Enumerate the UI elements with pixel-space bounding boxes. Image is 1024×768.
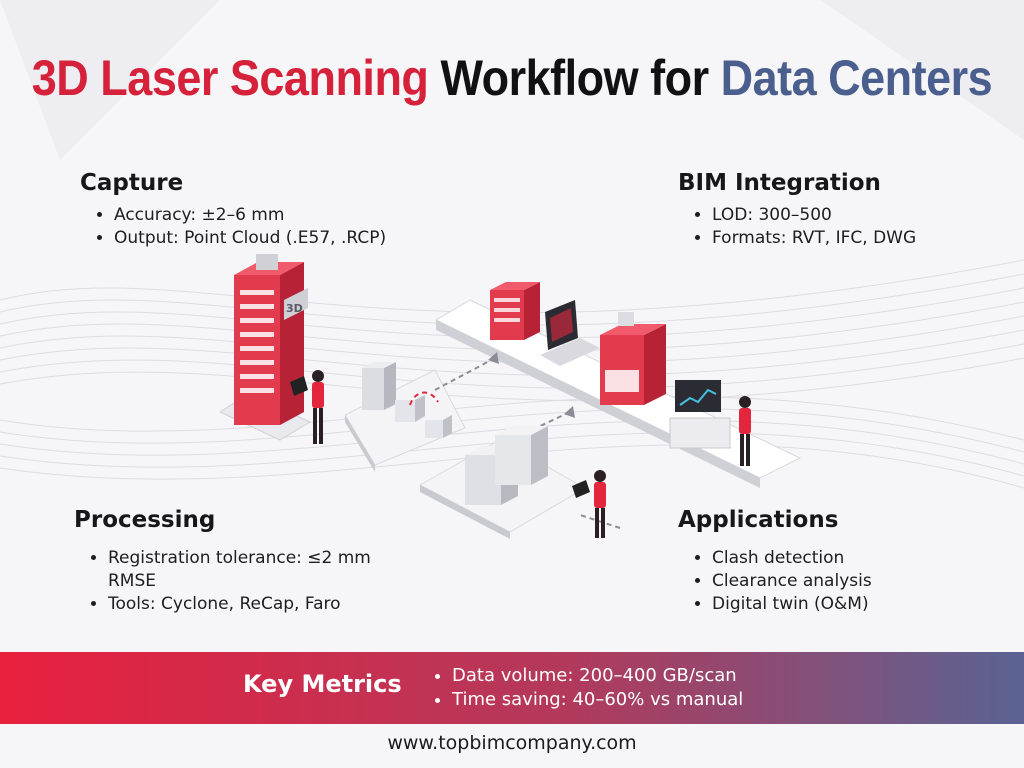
title-part-1: 3D Laser Scanning — [31, 48, 429, 106]
capture-item: Accuracy: ±2–6 mm — [114, 204, 480, 227]
monitor-icon — [669, 380, 731, 449]
applications-section: Applications Clash detection Clearance a… — [678, 507, 998, 616]
applications-item: Clash detection — [712, 547, 998, 570]
processing-item: Tools: Cyclone, ReCap, Faro — [108, 593, 398, 616]
key-metrics-bar: Key Metrics Data volume: 200–400 GB/scan… — [0, 652, 1024, 724]
server-rack-icon — [600, 312, 666, 405]
person-icon — [739, 396, 751, 466]
title-part-3: Data Centers — [720, 48, 993, 106]
processing-item: Registration tolerance: ≤2 mm RMSE — [108, 547, 398, 593]
capture-item: Output: Point Cloud (.E57, .RCP) — [114, 227, 480, 250]
capture-heading: Capture — [80, 170, 184, 196]
server-rack-icon — [465, 426, 548, 505]
bim-heading: BIM Integration — [678, 170, 881, 196]
bim-integration-section: BIM Integration LOD: 300–500 Formats: RV… — [678, 170, 998, 250]
applications-heading: Applications — [678, 507, 839, 533]
building-small-icon — [362, 362, 452, 438]
scanner-badge: 3D — [286, 302, 303, 315]
capture-list: Accuracy: ±2–6 mm Output: Point Cloud (.… — [80, 204, 480, 250]
title-part-2: Workflow for — [440, 48, 709, 106]
red-building-icon — [490, 282, 540, 340]
person-icon — [290, 370, 324, 444]
bim-item: LOD: 300–500 — [712, 204, 998, 227]
applications-item: Clearance analysis — [712, 570, 998, 593]
bim-list: LOD: 300–500 Formats: RVT, IFC, DWG — [678, 204, 998, 250]
laptop-icon — [540, 300, 600, 366]
footer-url[interactable]: www.topbimcompany.com — [387, 732, 637, 754]
workflow-illustration: 3D — [218, 254, 802, 539]
scanner-tower-icon: 3D — [218, 254, 312, 441]
processing-list: Registration tolerance: ≤2 mm RMSE Tools… — [74, 547, 398, 616]
key-metrics-item: Data volume: 200–400 GB/scan — [452, 664, 743, 688]
bim-item: Formats: RVT, IFC, DWG — [712, 227, 998, 250]
key-metrics-list: Data volume: 200–400 GB/scan Time saving… — [418, 664, 743, 712]
key-metrics-heading: Key Metrics — [243, 670, 402, 698]
applications-list: Clash detection Clearance analysis Digit… — [678, 547, 998, 616]
applications-item: Digital twin (O&M) — [712, 593, 998, 616]
person-icon — [572, 470, 606, 538]
processing-section: Processing Registration tolerance: ≤2 mm… — [74, 507, 404, 616]
capture-section: Capture Accuracy: ±2–6 mm Output: Point … — [80, 170, 480, 250]
processing-heading: Processing — [74, 507, 216, 533]
page-title: 3D Laser Scanning Workflow for Data Cent… — [0, 49, 1024, 107]
key-metrics-item: Time saving: 40–60% vs manual — [452, 688, 743, 712]
